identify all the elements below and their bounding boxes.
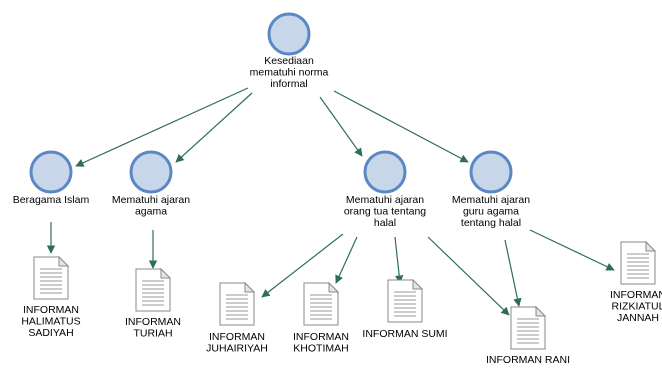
document-rizkiatul-label-line: INFORMAN <box>610 289 662 301</box>
document-icon <box>303 281 340 326</box>
document-turiah-label-line: TURIAH <box>133 328 172 340</box>
document-halimatus-label-line: INFORMAN <box>23 304 79 316</box>
edges <box>46 87 615 316</box>
node-agama-label-line: agama <box>135 206 167 218</box>
edge-root-agama <box>175 92 253 163</box>
document-khotimah-label-line: KHOTIMAH <box>293 343 348 355</box>
node-guru-label-line: Mematuhi ajaran <box>452 194 530 206</box>
node-root-label-line: mematuhi norma <box>250 67 329 79</box>
node-circle-icon <box>29 150 73 194</box>
document-icon <box>219 281 256 326</box>
document-halimatus-label-line: SADIYAH <box>28 327 73 339</box>
node-islam-label: Beragama Islam <box>13 194 90 206</box>
edge-root-guru <box>333 90 469 163</box>
node-circle-icon <box>267 12 311 56</box>
node-agama-label-line: Mematuhi ajaran <box>112 194 190 206</box>
document-rani[interactable]: INFORMAN RANI <box>486 305 570 366</box>
document-halimatus-label-line: HALIMATUS <box>21 316 80 328</box>
node-root-label-line: informal <box>270 78 307 90</box>
edge-ortu-khotimah <box>335 236 358 284</box>
node-circle-icon <box>363 150 407 194</box>
document-icon <box>620 240 657 285</box>
node-root-label-line: Kesediaan <box>264 55 314 67</box>
document-sumi[interactable]: INFORMAN SUMI <box>362 278 448 340</box>
edge-ortu-rani <box>427 236 510 316</box>
document-sumi-label: INFORMAN SUMI <box>362 328 447 340</box>
edge-ortu-juhairiyah <box>261 233 344 298</box>
node-ortu-label-line: orang tua tentang <box>344 206 426 218</box>
document-sumi-label-line: INFORMAN SUMI <box>362 328 447 340</box>
node-guru-label-line: guru agama <box>463 206 519 218</box>
document-turiah-label-line: INFORMAN <box>125 316 181 328</box>
node-circle-icon <box>129 150 173 194</box>
document-juhairiyah-label-line: INFORMAN <box>209 331 265 343</box>
document-rani-label-line: INFORMAN RANI <box>486 354 570 366</box>
node-circle-icon <box>469 150 513 194</box>
document-icon <box>510 305 547 350</box>
document-icon <box>387 278 424 323</box>
document-rizkiatul-label-line: RIZKIATUL <box>612 301 662 313</box>
node-islam[interactable]: Beragama Islam <box>13 150 90 206</box>
document-rani-label: INFORMAN RANI <box>486 354 570 366</box>
node-ortu-label-line: halal <box>374 217 396 229</box>
edge-guru-rizkiatul <box>529 229 615 271</box>
document-juhairiyah-label-line: JUHAIRIYAH <box>206 343 268 355</box>
node-islam-label-line: Beragama Islam <box>13 194 90 206</box>
document-khotimah-label-line: INFORMAN <box>293 331 349 343</box>
edge-root-ortu <box>319 96 363 157</box>
node-guru-label-line: tentang halal <box>461 217 521 229</box>
document-rizkiatul-label-line: JANNAH <box>617 312 659 324</box>
document-icon <box>33 255 70 300</box>
document-icon <box>135 267 172 312</box>
edge-root-islam <box>75 87 249 167</box>
node-ortu-label-line: Mematuhi ajaran <box>346 194 424 206</box>
edge-ortu-sumi <box>394 236 404 284</box>
edge-guru-rani <box>504 239 522 307</box>
